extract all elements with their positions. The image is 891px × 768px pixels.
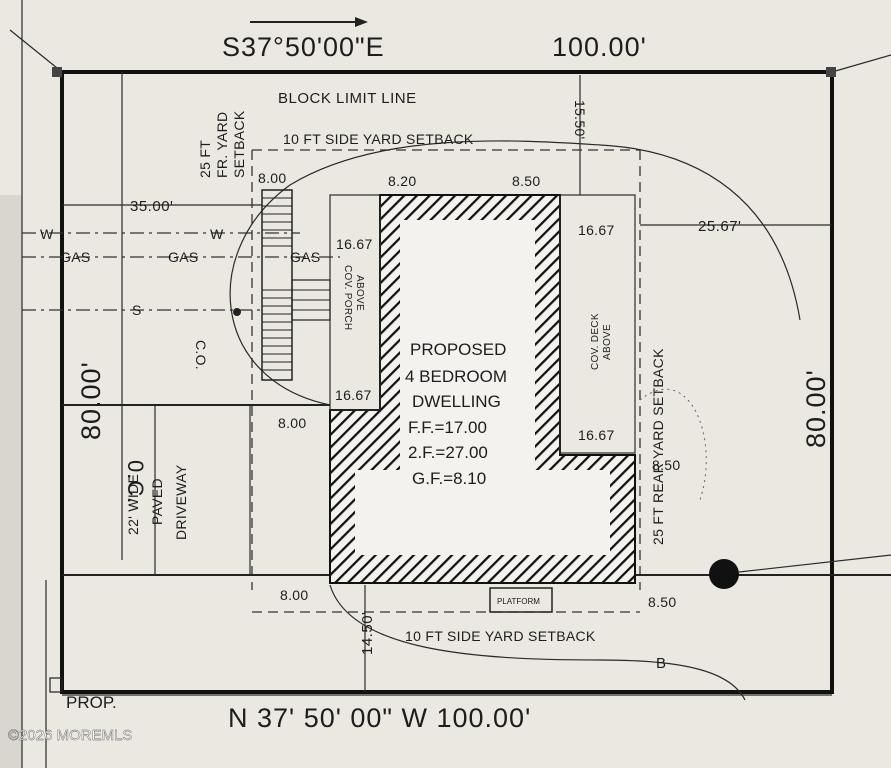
cleanout-dot	[233, 308, 241, 316]
svg-text:DWELLING: DWELLING	[412, 392, 501, 411]
front-stairs	[261, 189, 331, 381]
dim-800-a: 8.00	[258, 170, 286, 186]
contour-line-8-bottom	[329, 584, 746, 701]
svg-text:COV. PORCH: COV. PORCH	[342, 265, 353, 330]
block-limit-label: BLOCK LIMIT LINE	[278, 90, 417, 107]
svg-text:2.F.=27.00: 2.F.=27.00	[408, 443, 488, 462]
dim-1550-label: 15.50'	[572, 100, 588, 140]
rear-setback-label: 25 FT REAR YARD SETBACK	[650, 348, 666, 545]
gas-label-3: GAS	[290, 249, 320, 265]
bearing-top: S37°50'00"E	[222, 32, 385, 62]
side-length-right: 80.00'	[801, 369, 831, 448]
prop-label: PROP.	[66, 693, 117, 712]
distance-top: 100.00'	[552, 32, 647, 62]
cov-porch-label: COV. PORCH ABOVE	[342, 265, 365, 330]
dwelling-interior-lower	[355, 470, 610, 555]
centerline-label: 0.C.	[123, 460, 148, 504]
water-label-2: W	[210, 226, 224, 242]
front-setback-label: 25 FT FR. YARD SETBACK	[197, 110, 247, 178]
platform-label: PLATFORM	[497, 597, 540, 606]
contour-b-label: B	[656, 655, 667, 672]
svg-text:ABOVE: ABOVE	[354, 275, 365, 311]
water-label-1: W	[40, 226, 54, 242]
dim-820: 8.20	[388, 173, 416, 189]
platform-box	[489, 587, 553, 613]
dwelling-interior	[400, 220, 535, 470]
svg-text:F.F.=17.00: F.F.=17.00	[408, 418, 487, 437]
svg-text:ABOVE: ABOVE	[602, 324, 613, 360]
dim-35-label: 35.00'	[130, 198, 173, 215]
gas-label-2: GAS	[168, 249, 198, 265]
contour-dotted	[639, 388, 707, 501]
watermark: ©2026 MOREMLS	[8, 727, 132, 744]
cleanout-label: C.O.	[193, 340, 209, 370]
svg-text:25 FT: 25 FT	[197, 140, 213, 178]
dim-850-a: 8.50	[512, 173, 540, 189]
side-setback-bottom-label: 10 FT SIDE YARD SETBACK	[405, 628, 596, 644]
bearing-bottom: N 37' 50' 00" W 100.00'	[228, 703, 531, 733]
svg-text:4 BEDROOM: 4 BEDROOM	[405, 367, 507, 386]
dim-850-b: 8.50	[652, 457, 680, 473]
dim-1667-a: 16.67	[336, 236, 373, 252]
gas-label-1: GAS	[60, 249, 90, 265]
svg-text:22' WIDE: 22' WIDE	[125, 474, 141, 535]
cov-deck-label: COV. DECK ABOVE	[590, 313, 613, 370]
utility-pole-line	[738, 554, 891, 573]
svg-text:COV. DECK: COV. DECK	[590, 313, 601, 370]
svg-text:PAVED: PAVED	[149, 478, 165, 525]
corner-monument-left	[52, 67, 62, 77]
svg-text:PROPOSED: PROPOSED	[410, 340, 506, 359]
corner-tie-right	[831, 54, 891, 73]
contour-line-8	[229, 140, 801, 406]
prop-marker	[49, 677, 63, 693]
driveway-label: 22' WIDE PAVED DRIVEWAY	[125, 464, 189, 540]
dim-800-b: 8.00	[278, 415, 306, 431]
corner-tie-left	[9, 29, 63, 73]
dim-1667-b: 16.67	[578, 222, 615, 238]
left-scan-edge	[0, 195, 22, 768]
dim-1667-d: 16.67	[578, 427, 615, 443]
dim-1667-c: 16.67	[335, 387, 372, 403]
svg-text:FR. YARD: FR. YARD	[214, 112, 230, 178]
dim-850-c: 8.50	[648, 594, 676, 610]
side-length-left: 80.00'	[76, 361, 106, 440]
dim-2567-label: 25.67'	[698, 218, 741, 235]
utility-pole-dot	[709, 559, 739, 589]
svg-text:SETBACK: SETBACK	[231, 110, 247, 178]
sewer-label: S	[132, 302, 142, 318]
north-arrow-head	[355, 17, 368, 27]
svg-text:G.F.=8.10: G.F.=8.10	[412, 469, 486, 488]
covered-deck	[559, 194, 636, 454]
property-boundary	[60, 70, 834, 694]
corner-monument-right	[826, 67, 836, 77]
dwelling-label: PROPOSED 4 BEDROOM DWELLING F.F.=17.00 2…	[405, 340, 507, 488]
side-setback-top-label: 10 FT SIDE YARD SETBACK	[283, 131, 474, 147]
svg-text:DRIVEWAY: DRIVEWAY	[173, 464, 189, 540]
dim-800-c: 8.00	[280, 587, 308, 603]
dim-1450-label: 14.50'	[359, 612, 376, 655]
